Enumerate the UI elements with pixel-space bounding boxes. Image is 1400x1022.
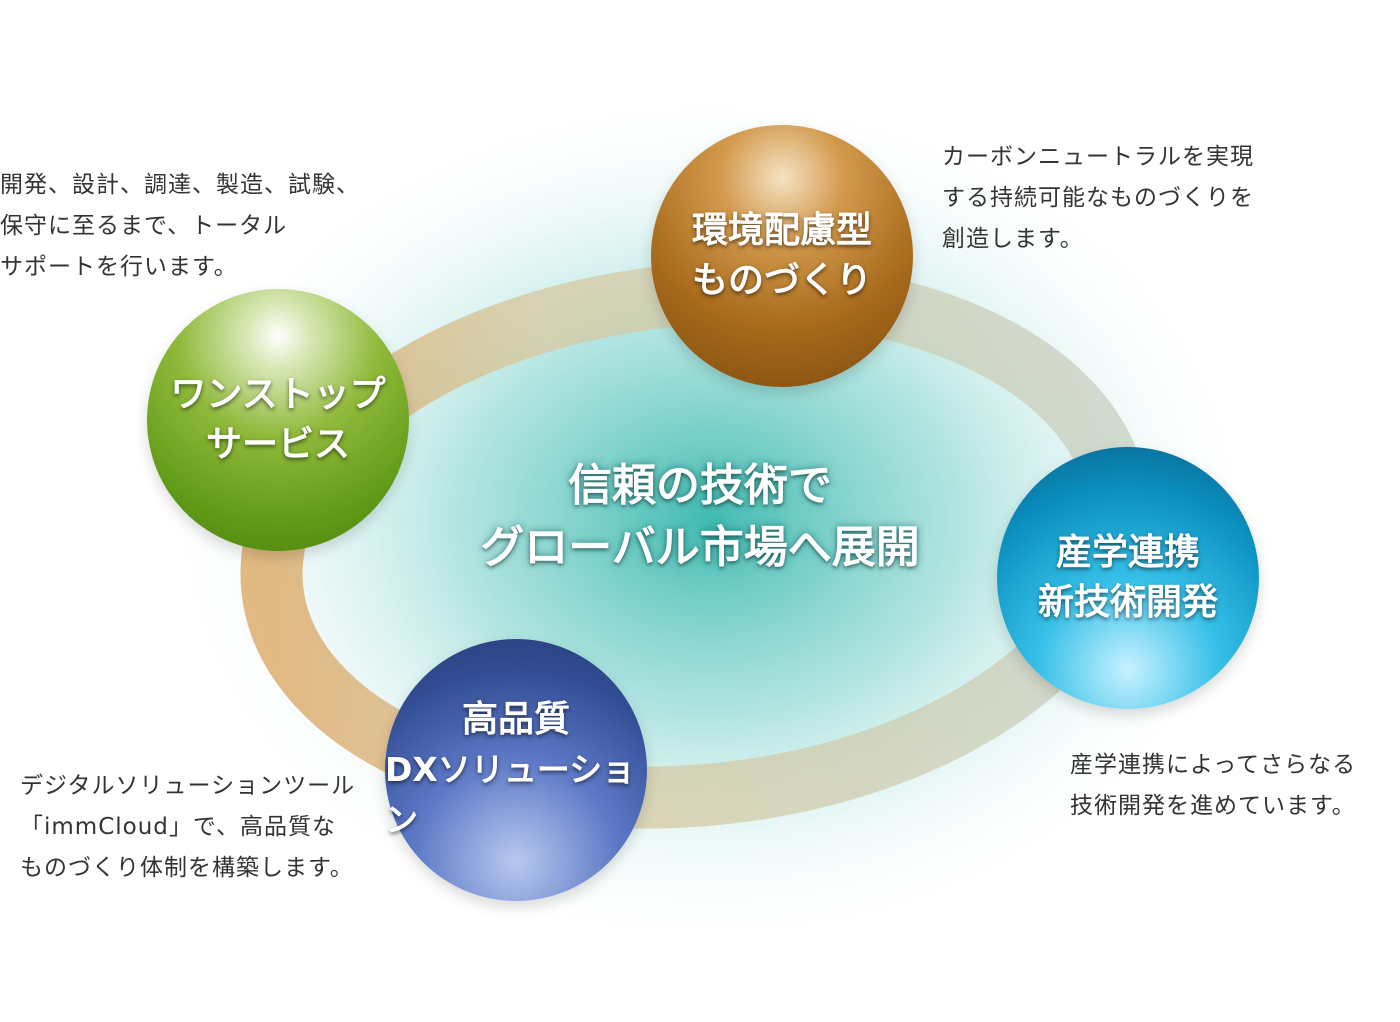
description-academia: 産学連携によってさらなる 技術開発を進めています。 bbox=[1070, 745, 1356, 827]
description-eco: カーボンニュートラルを実現 する持続可能なものづくりを 創造します。 bbox=[942, 137, 1254, 260]
sphere-label: サービス bbox=[205, 424, 350, 465]
description-line: 「immCloud」で、高品質な bbox=[20, 814, 336, 840]
description-line: 開発、設計、調達、製造、試験、 bbox=[0, 172, 360, 198]
sphere-academia-collaboration: 産学連携 新技術開発 bbox=[997, 447, 1259, 709]
sphere-onestop-service: ワンストップ サービス bbox=[147, 289, 409, 551]
sphere-label: 高品質 bbox=[461, 699, 570, 740]
sphere-label: ワンストップ bbox=[170, 374, 386, 415]
description-line: 産学連携によってさらなる bbox=[1070, 752, 1357, 778]
description-dx: デジタルソリューションツール 「immCloud」で、高品質な ものづくり体制を… bbox=[20, 766, 355, 889]
description-line: ものづくり体制を構築します。 bbox=[20, 855, 354, 881]
sphere-eco-manufacturing: 環境配慮型 ものづくり bbox=[651, 125, 913, 387]
description-line: 創造します。 bbox=[942, 226, 1084, 252]
description-line: デジタルソリューションツール bbox=[20, 773, 356, 799]
sphere-label: 産学連携 bbox=[1055, 532, 1200, 573]
description-line: 保守に至るまで、トータル bbox=[0, 213, 288, 239]
sphere-label: 新技術開発 bbox=[1037, 582, 1218, 623]
center-title: 信頼の技術で グローバル市場へ展開 bbox=[440, 455, 960, 579]
sphere-dx-solution: 高品質 DXソリューション bbox=[385, 639, 647, 901]
description-line: 技術開発を進めています。 bbox=[1070, 793, 1356, 819]
sphere-label: ものづくり bbox=[691, 260, 872, 301]
sphere-label: DXソリューション bbox=[385, 750, 636, 839]
description-line: サポートを行います。 bbox=[0, 254, 238, 280]
description-line: する持続可能なものづくりを bbox=[942, 185, 1254, 211]
description-line: カーボンニュートラルを実現 bbox=[942, 144, 1254, 170]
sphere-label: 環境配慮型 bbox=[691, 210, 872, 251]
center-title-line2: グローバル市場へ展開 bbox=[480, 522, 920, 573]
center-title-line1: 信頼の技術で bbox=[568, 460, 832, 511]
description-onestop: 開発、設計、調達、製造、試験、 保守に至るまで、トータル サポートを行います。 bbox=[0, 165, 360, 288]
